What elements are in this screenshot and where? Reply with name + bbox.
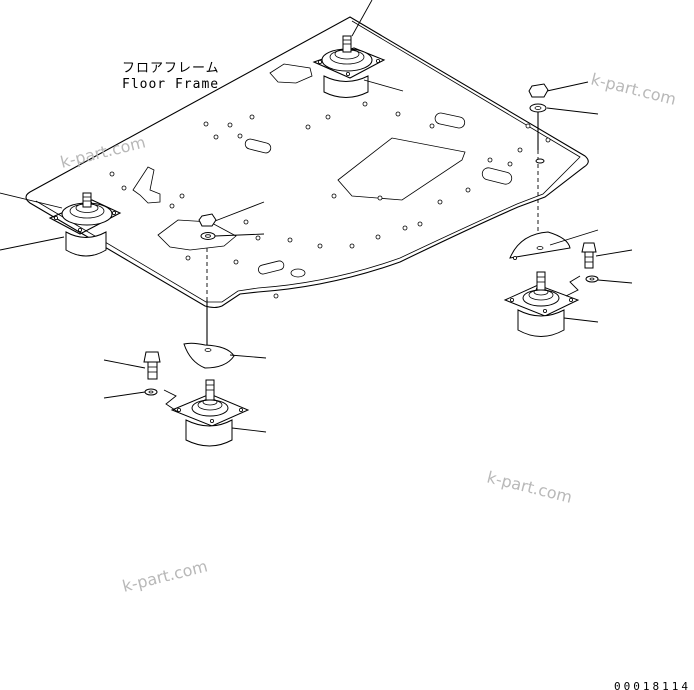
left-bolt-washer xyxy=(143,351,161,396)
slot-upper-right xyxy=(434,112,466,129)
top-mount-assembly xyxy=(312,35,386,98)
hole-lower xyxy=(290,268,306,278)
right-bottom-mount xyxy=(503,271,581,337)
right-stopper-plate xyxy=(509,231,571,259)
floor-frame-plate xyxy=(25,16,589,309)
slot-right xyxy=(481,167,513,185)
figure-number: 00018114 xyxy=(614,680,691,690)
bracket-left xyxy=(132,166,161,204)
assembly-lines xyxy=(206,112,539,346)
left-mount-assembly xyxy=(48,192,122,257)
watermark: k-part.com xyxy=(58,132,147,172)
right-bolt-washer xyxy=(581,242,599,283)
leader-lines xyxy=(0,0,633,433)
top-opening xyxy=(269,63,313,84)
plate-nut-washer xyxy=(198,213,217,240)
watermark: k-part.com xyxy=(589,69,678,109)
slot-lower xyxy=(257,260,285,275)
center-opening xyxy=(337,137,466,201)
watermark: k-part.com xyxy=(120,556,209,596)
title-english: Floor Frame xyxy=(122,77,219,92)
plate-holes xyxy=(109,101,551,299)
left-mount-opening xyxy=(157,219,237,251)
slot-upper-left xyxy=(244,138,272,154)
left-bottom-mount xyxy=(163,379,250,447)
title-japanese: フロアフレーム xyxy=(122,61,220,76)
watermark: k-part.com xyxy=(485,467,574,507)
right-nut-washer xyxy=(528,83,549,164)
left-stopper-plate xyxy=(183,342,235,369)
